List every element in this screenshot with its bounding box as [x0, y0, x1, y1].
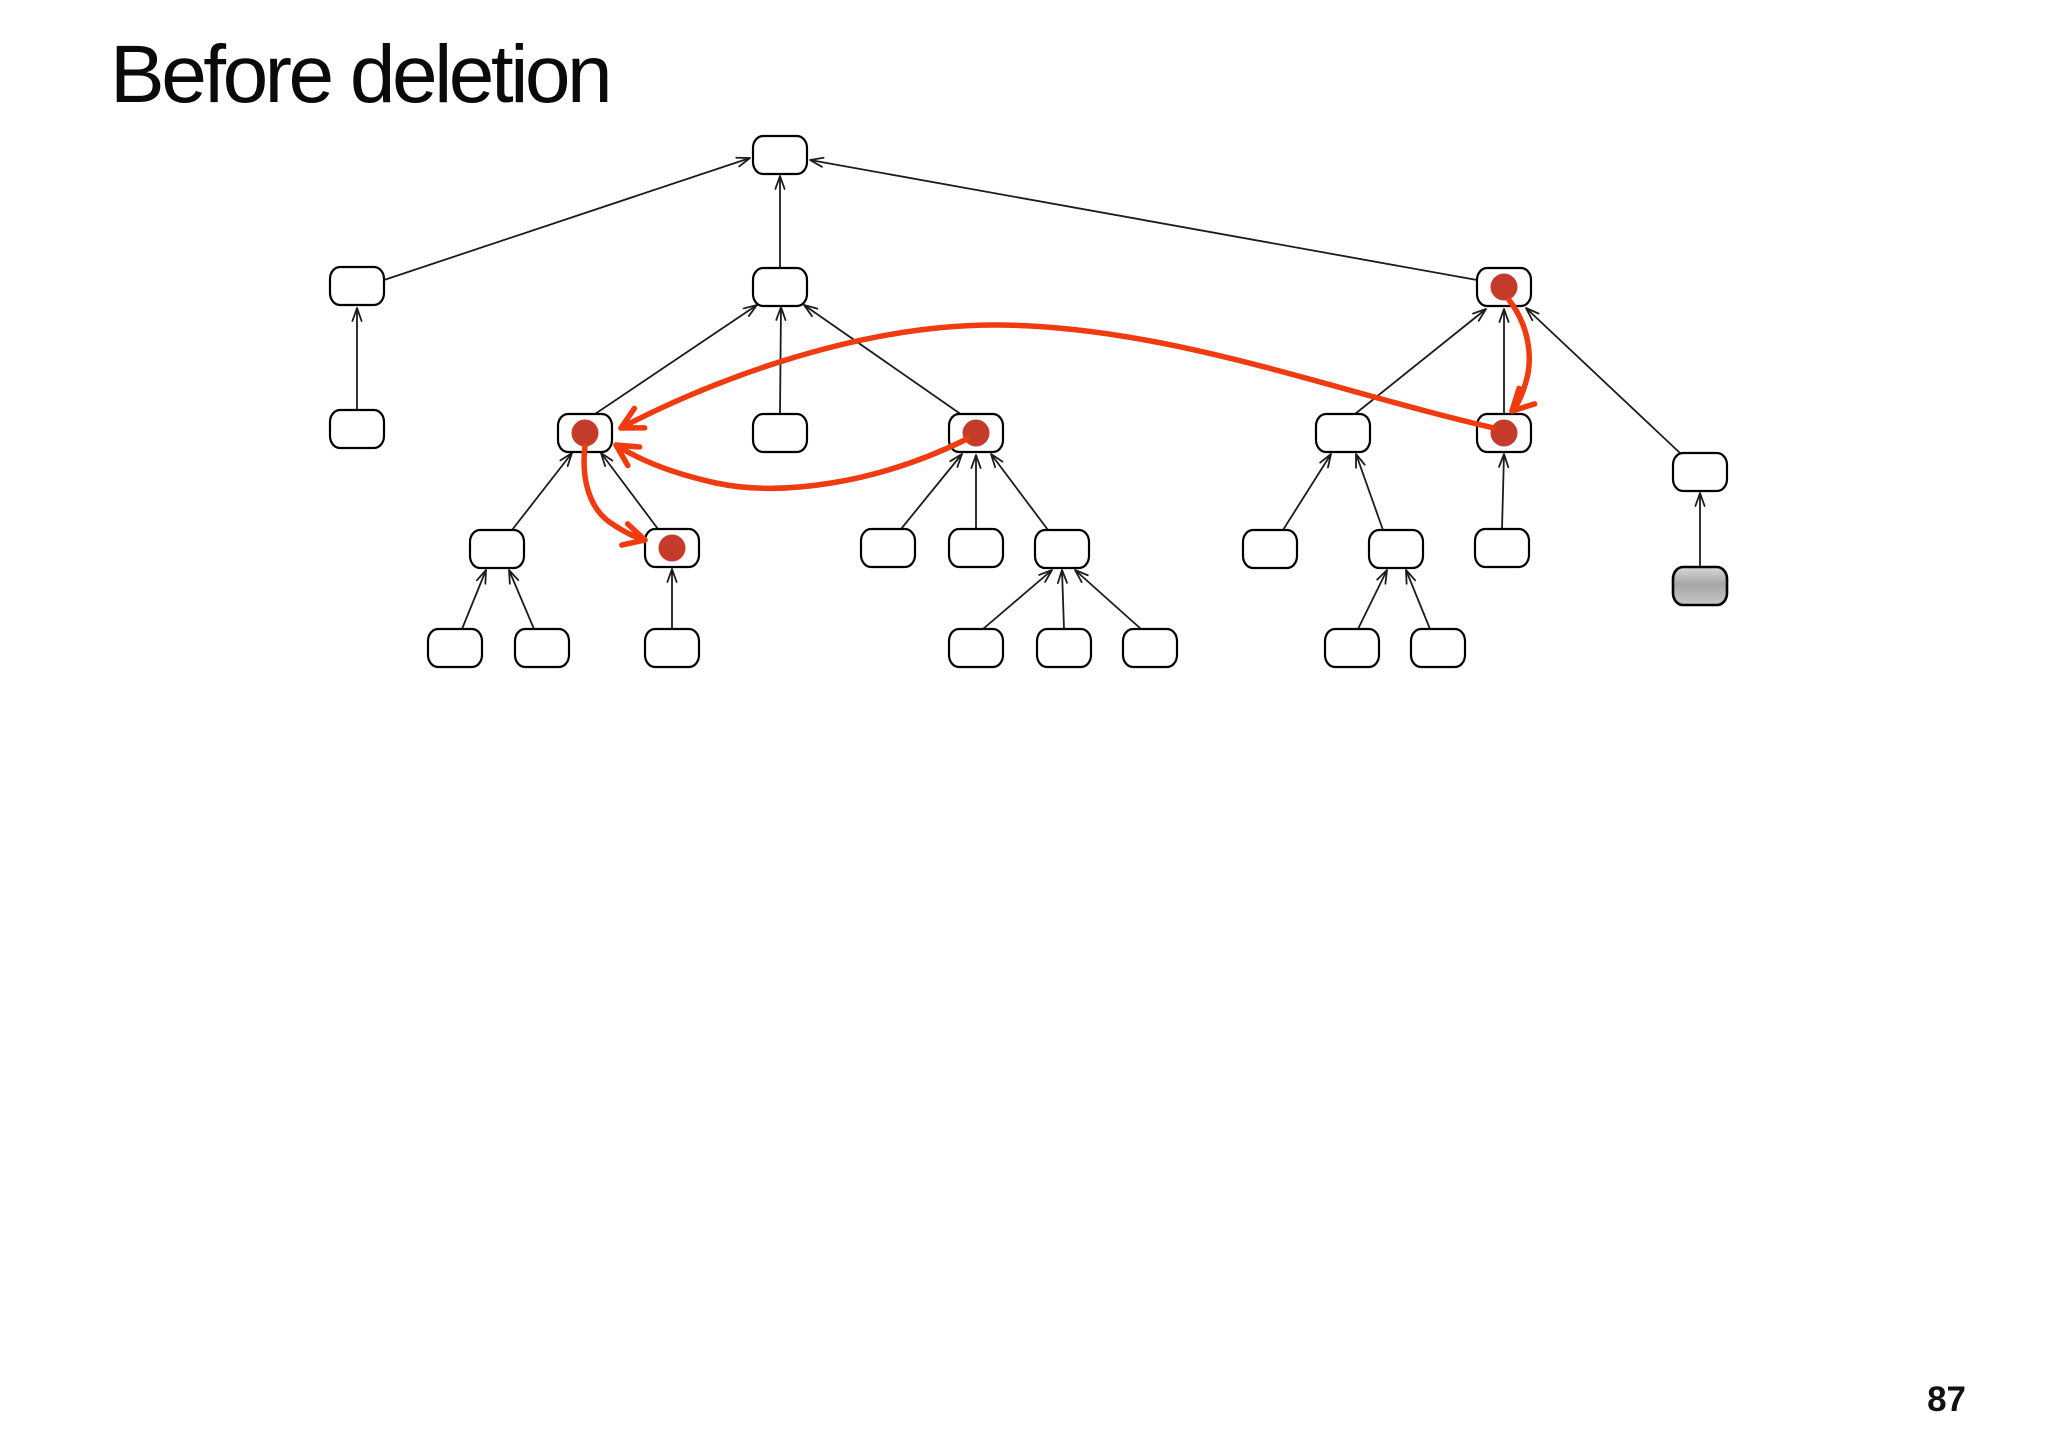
tree-node-d2a — [643, 627, 701, 669]
parent-edge-f3-to-f — [990, 453, 1049, 531]
mark-dot-c — [1490, 273, 1518, 301]
tree-node-g — [1314, 412, 1372, 454]
nodes-layer — [328, 134, 1729, 669]
parent-edge-i-to-c — [1525, 307, 1681, 454]
parent-edge-g1-to-g — [1282, 453, 1332, 531]
tree-node-d1 — [468, 528, 526, 570]
red-pointer-d-to-d2 — [581, 443, 648, 548]
parent-edge-g2-to-g — [1355, 453, 1384, 531]
tree-node-f3 — [1033, 528, 1091, 570]
parent-edge-d1-to-d — [511, 452, 573, 531]
red-pointer-c-to-h — [1506, 297, 1538, 414]
tree-node-f2 — [947, 527, 1005, 569]
parent-edge-f3c-to-f3 — [1074, 569, 1142, 630]
parent-edge-f3a-to-f3 — [982, 569, 1053, 630]
parent-edge-d-to-b — [594, 304, 758, 415]
parent-edge-f-to-b — [803, 304, 963, 416]
parent-edge-g2b-to-g2 — [1405, 569, 1431, 630]
tree-node-gray-grayed — [1671, 565, 1729, 607]
tree-node-d1b — [513, 627, 571, 669]
mark-dot-d — [571, 419, 599, 447]
parent-edge-g2a-to-g2 — [1357, 569, 1388, 630]
tree-node-root — [751, 134, 809, 176]
tree-node-a1 — [328, 408, 386, 450]
parent-edge-d1a-to-d1 — [461, 569, 487, 630]
page-number: 87 — [1927, 1380, 1966, 1419]
parent-edge-d2-to-d — [600, 452, 659, 530]
parent-edge-f1-to-f — [900, 453, 963, 530]
parent-edge-d1b-to-d1 — [508, 569, 535, 630]
red-pointer-h-to-d — [618, 322, 1497, 431]
slide-title: Before deletion — [110, 29, 613, 120]
tree-node-g2a — [1323, 627, 1381, 669]
tree-node-d1a — [426, 627, 484, 669]
mark-dot-h — [1490, 419, 1518, 447]
tree-node-f3a — [947, 627, 1005, 669]
tree-node-g2 — [1367, 528, 1425, 570]
mark-dot-d2 — [658, 534, 686, 562]
red-pointers-layer — [581, 297, 1538, 548]
tree-node-e — [751, 412, 809, 454]
tree-node-a — [328, 265, 386, 307]
mark-dot-f — [962, 419, 990, 447]
tree-node-f3b — [1035, 627, 1093, 669]
tree-node-i — [1671, 451, 1729, 493]
parent-edge-a-to-root — [383, 156, 751, 281]
tree-node-h1 — [1473, 527, 1531, 569]
red-pointer-f-to-d — [613, 436, 970, 491]
parent-edge-h1-to-h — [1498, 453, 1510, 530]
tree-node-g2b — [1409, 627, 1467, 669]
parent-edge-f3b-to-f3 — [1056, 569, 1068, 630]
parent-edge-c-to-root — [809, 156, 1478, 281]
tree-node-b — [751, 266, 809, 308]
tree-node-g1 — [1241, 528, 1299, 570]
tree-node-f1 — [859, 527, 917, 569]
tree-node-f3c — [1121, 627, 1179, 669]
